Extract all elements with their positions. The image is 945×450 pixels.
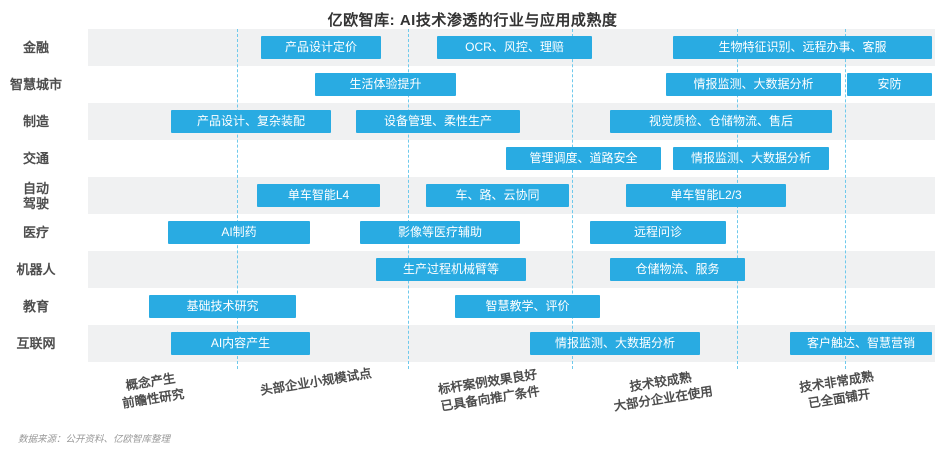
application-box: 基础技术研究 [149,295,296,318]
x-axis-stage-label: 技术较成熟大部分企业在使用 [566,359,759,422]
industry-label-line: 教育 [22,299,49,314]
application-box: 车、路、云协同 [426,184,569,207]
industry-label: 金融 [0,40,72,55]
industry-label-line: 交通 [22,151,49,166]
industry-label-line: 制造 [22,114,49,129]
industry-label-line: 驾驶 [22,195,49,211]
application-box: AI制药 [168,221,310,244]
x-axis-stage-label: 技术非常成熟已全面铺开 [742,359,935,422]
application-box: 生活体验提升 [315,73,456,96]
stage-divider-line [845,29,846,369]
application-box: 情报监测、大数据分析 [673,147,829,170]
industry-label-line: 机器人 [16,262,56,277]
application-box: 产品设计定价 [261,36,381,59]
industry-label: 智慧城市 [0,77,72,92]
industry-label-line: 智慧城市 [9,77,62,92]
application-box: 影像等医疗辅助 [360,221,520,244]
x-axis-stage-label: 标杆案例效果良好已具备向推广条件 [393,359,586,422]
stage-divider-line [237,29,238,369]
application-box: 智慧教学、评价 [455,295,600,318]
application-box: 情报监测、大数据分析 [666,73,841,96]
application-box: 视觉质检、仓储物流、售后 [610,110,832,133]
application-box: OCR、风控、理赔 [437,36,592,59]
source-note: 数据来源：公开资料、亿欧智库整理 [18,434,171,445]
application-box: 单车智能L2/3 [626,184,786,207]
industry-label: 教育 [0,299,72,314]
industry-label: 自动驾驶 [0,181,72,211]
application-box: 管理调度、道路安全 [506,147,661,170]
application-box: 客户触达、智慧营销 [790,332,932,355]
application-box: 生物特征识别、远程办事、客服 [673,36,932,59]
application-box: 仓储物流、服务 [610,258,745,281]
application-box: AI内容产生 [171,332,310,355]
stage-divider-line [572,29,573,369]
industry-label: 医疗 [0,225,72,240]
x-axis-stage-label-line: 头部企业小规模试点 [259,366,373,398]
application-box: 情报监测、大数据分析 [530,332,700,355]
stage-divider-line [408,29,409,369]
industry-label-line: 金融 [22,40,49,55]
industry-label: 机器人 [0,262,72,277]
application-box: 生产过程机械臂等 [376,258,526,281]
chart-title: 亿欧智库: AI技术渗透的行业与应用成熟度 [327,12,618,29]
industry-label-line: 自动 [22,180,49,196]
industry-label-line: 互联网 [16,336,56,351]
application-box: 远程问诊 [590,221,726,244]
industry-label: 互联网 [0,336,72,351]
x-axis-stage-label: 概念产生前瞻性研究 [56,359,249,422]
industry-label: 制造 [0,114,72,129]
application-box: 安防 [847,73,932,96]
industry-label: 交通 [0,151,72,166]
application-box: 单车智能L4 [257,184,380,207]
industry-label-line: 医疗 [22,225,49,240]
application-box: 产品设计、复杂装配 [171,110,331,133]
application-box: 设备管理、柔性生产 [356,110,520,133]
x-axis-stage-label: 头部企业小规模试点 [221,359,411,406]
